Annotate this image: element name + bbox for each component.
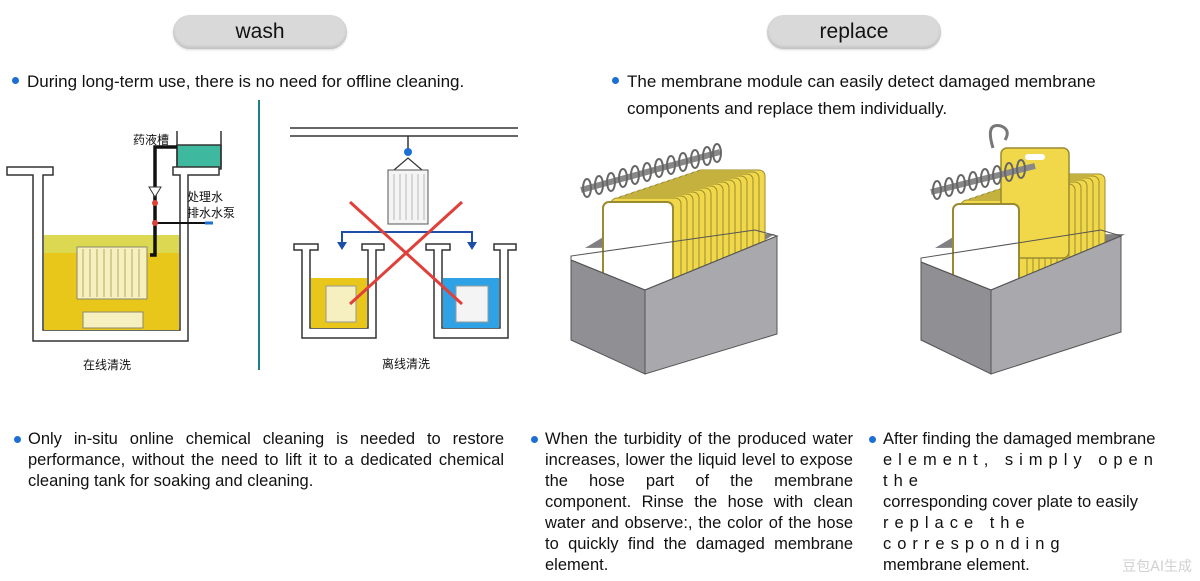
wash-header: wash: [173, 15, 347, 49]
offline-cleaning-diagram: 离线清洗: [290, 127, 518, 371]
wash-intro: During long-term use, there is no need f…: [12, 68, 552, 95]
diagram-divider: [258, 100, 260, 370]
bullet-icon: [612, 77, 619, 84]
wash-intro-text: During long-term use, there is no need f…: [27, 72, 465, 91]
replace-description-right: After finding the damaged membrane eleme…: [869, 429, 1199, 576]
replace-description-right-line1: After finding the damaged membrane: [883, 430, 1156, 448]
bullet-icon: [531, 436, 538, 443]
online-cleaning-diagram: 药液槽 处理水 排水水泵 在线清洗: [6, 131, 235, 372]
replace-description-left-text: When the turbidity of the produced water…: [545, 430, 853, 574]
replace-description-right-line5: membrane element.: [883, 556, 1030, 574]
replace-description-left: When the turbidity of the produced water…: [531, 429, 853, 576]
wash-description: Only in-situ online chemical cleaning is…: [14, 429, 504, 492]
watermark: 豆包AI生成: [1122, 559, 1192, 575]
tank-label: 药液槽: [133, 132, 169, 147]
online-caption: 在线清洗: [83, 358, 131, 372]
replace-description-right-line2: element, simply open the: [883, 451, 1159, 490]
replace-intro: The membrane module can easily detect da…: [612, 68, 1172, 122]
replace-intro-line1: The membrane module can easily detect da…: [627, 72, 1096, 91]
bullet-icon: [12, 77, 19, 84]
replace-description-right-line3: corresponding cover plate to easily: [883, 493, 1138, 511]
bullet-icon: [869, 436, 876, 443]
bullet-icon: [14, 436, 21, 443]
hanger-hook-icon: [988, 123, 1009, 149]
pump-label-1: 处理水: [187, 190, 223, 204]
offline-caption: 离线清洗: [382, 356, 430, 371]
pump-label-2: 排水水泵: [187, 206, 235, 220]
wash-header-label: wash: [235, 20, 285, 43]
replace-description-right-line4: replace the corresponding: [883, 514, 1066, 553]
membrane-module-illustration: [570, 143, 779, 375]
replace-header-label: replace: [819, 20, 889, 43]
wash-description-text: Only in-situ online chemical cleaning is…: [28, 430, 504, 490]
replace-header: replace: [767, 15, 941, 49]
membrane-replacement-illustration: [920, 123, 1125, 375]
replace-intro-line2: components and replace them individually…: [627, 99, 948, 118]
